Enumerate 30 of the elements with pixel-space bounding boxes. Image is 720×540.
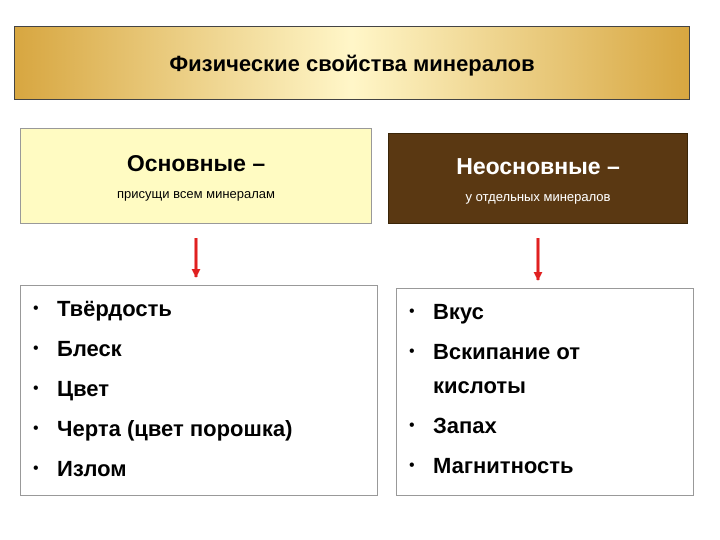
- category-description: присущи всем минералам: [117, 187, 275, 200]
- bullet: •: [33, 379, 40, 399]
- title-box: [14, 26, 690, 100]
- bullet: •: [33, 299, 40, 319]
- bullet: •: [33, 459, 40, 479]
- bullet: •: [33, 339, 40, 359]
- list-item: Блеск: [57, 335, 122, 363]
- list-item: Вскипание от кислоты: [433, 338, 582, 400]
- list-item: Вкус: [433, 298, 484, 326]
- list-item: Магнитность: [433, 452, 574, 480]
- list-box: [396, 288, 694, 496]
- category-heading: Неосновные –: [456, 154, 620, 178]
- category-box: [388, 133, 688, 224]
- bullet: •: [409, 456, 416, 476]
- list-item: Излом: [57, 455, 127, 483]
- bullet: •: [33, 419, 40, 439]
- title-text: Физические свойства минералов: [169, 50, 535, 78]
- category-description: у отдельных минералов: [466, 190, 610, 202]
- category-box: [20, 128, 372, 224]
- list-item: Твёрдость: [57, 295, 172, 323]
- category-heading: Основные –: [126, 152, 266, 175]
- bullet: •: [409, 302, 416, 322]
- arrow: [192, 238, 200, 278]
- list-item: Черта (цвет порошка): [57, 415, 292, 443]
- arrow: [534, 238, 542, 281]
- list-item: Запах: [433, 412, 497, 440]
- list-item: Цвет: [57, 375, 110, 403]
- bullet: •: [409, 416, 416, 436]
- bullet: •: [409, 342, 416, 362]
- list-box: [20, 285, 378, 496]
